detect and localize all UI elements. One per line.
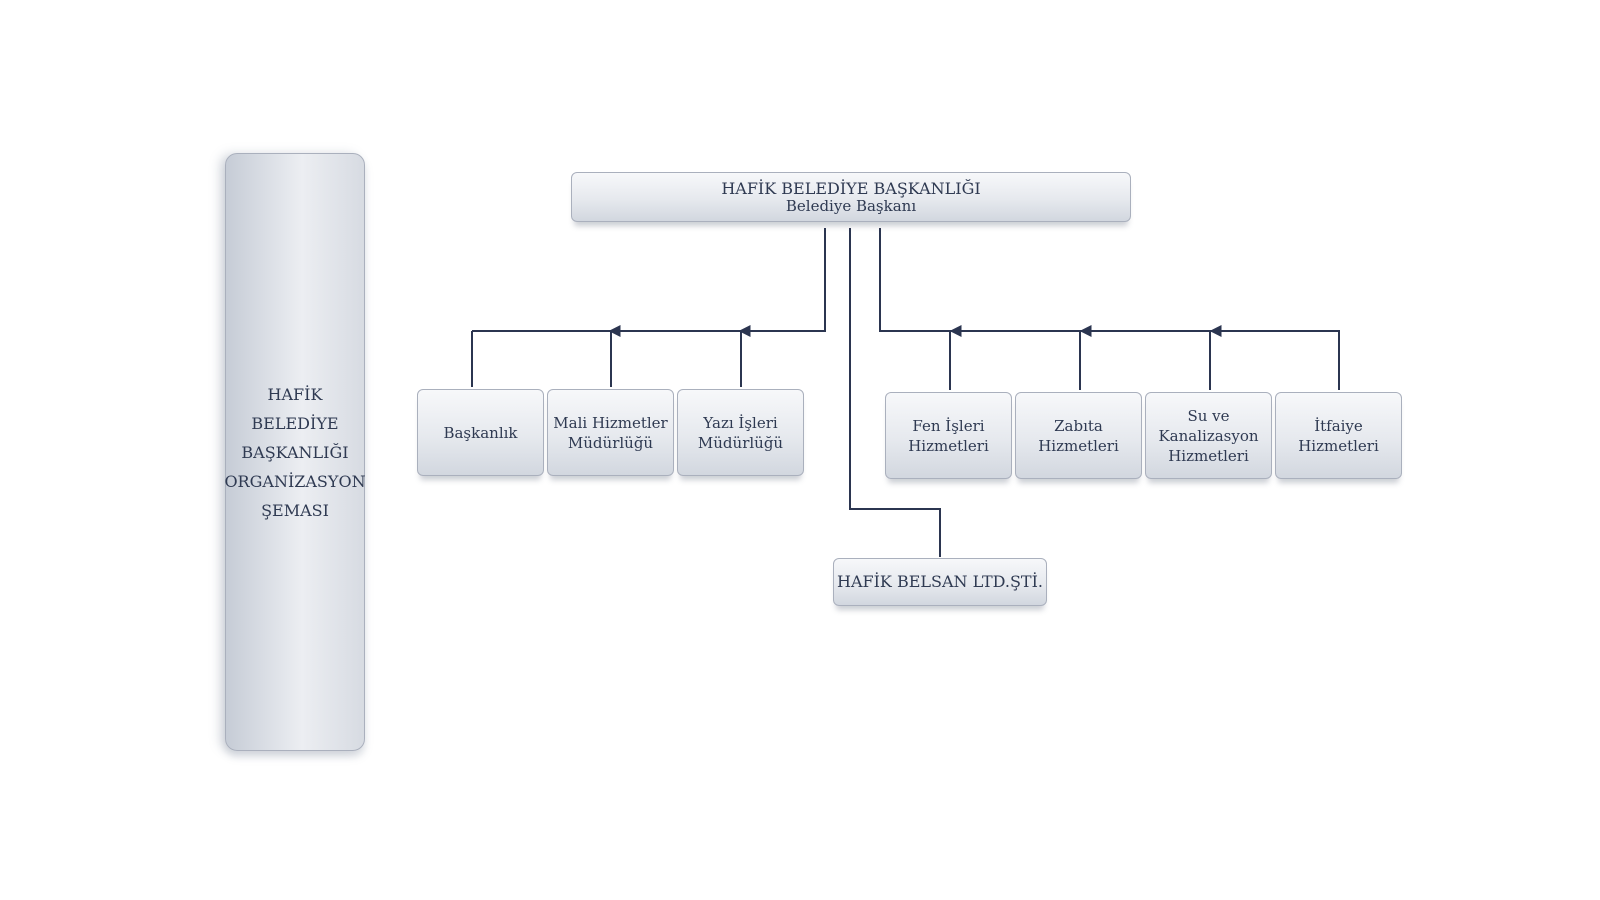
title-panel-line: ORGANİZASYON (224, 471, 366, 491)
title-panel-line: HAFİK (267, 384, 323, 404)
node-label: Kanalizasyon (1158, 426, 1259, 445)
node-label: Hizmetleri (1168, 446, 1249, 465)
node-yazi-isleri: Yazı İşleri Müdürlüğü (677, 389, 804, 476)
node-label: Su ve (1187, 406, 1230, 425)
top-node-subtitle: Belediye Başkanı (785, 196, 917, 215)
top-node: HAFİK BELEDİYE BAŞKANLIĞI Belediye Başka… (571, 172, 1131, 222)
title-panel-line: ŞEMASI (261, 500, 329, 520)
node-label: Hizmetleri (1298, 436, 1379, 455)
node-label: Müdürlüğü (697, 433, 784, 452)
node-itfaiye: İtfaiye Hizmetleri (1275, 392, 1402, 479)
title-panel: HAFİK BELEDİYE BAŞKANLIĞI ORGANİZASYON Ş… (224, 153, 366, 751)
node-label: Müdürlüğü (567, 433, 654, 452)
connector-right-trunk (879, 228, 1340, 390)
top-node-title: HAFİK BELEDİYE BAŞKANLIĞI (721, 178, 981, 198)
node-label: Mali Hizmetler (553, 413, 668, 432)
node-zabita: Zabıta Hizmetleri (1015, 392, 1142, 479)
node-label: HAFİK BELSAN LTD.ŞTİ. (836, 572, 1043, 591)
connector-belsan (849, 228, 941, 557)
title-panel-line: BELEDİYE (251, 413, 339, 433)
node-belsan: HAFİK BELSAN LTD.ŞTİ. (833, 558, 1047, 606)
title-panel-line: BAŞKANLIĞI (241, 442, 349, 462)
node-mali-hizmetler: Mali Hizmetler Müdürlüğü (547, 389, 674, 476)
node-label: İtfaiye (1314, 416, 1363, 435)
node-label: Fen İşleri (912, 416, 985, 435)
connector-left-trunk (740, 228, 826, 387)
node-label: Hizmetleri (1038, 436, 1119, 455)
node-label: Yazı İşleri (703, 413, 778, 432)
node-label: Hizmetleri (908, 436, 989, 455)
node-baskanlik: Başkanlık (417, 389, 544, 476)
node-fen-isleri: Fen İşleri Hizmetleri (885, 392, 1012, 479)
node-label: Zabıta (1054, 416, 1103, 435)
node-label: Başkanlık (443, 423, 518, 442)
node-su-kanalizasyon: Su ve Kanalizasyon Hizmetleri (1145, 392, 1272, 479)
